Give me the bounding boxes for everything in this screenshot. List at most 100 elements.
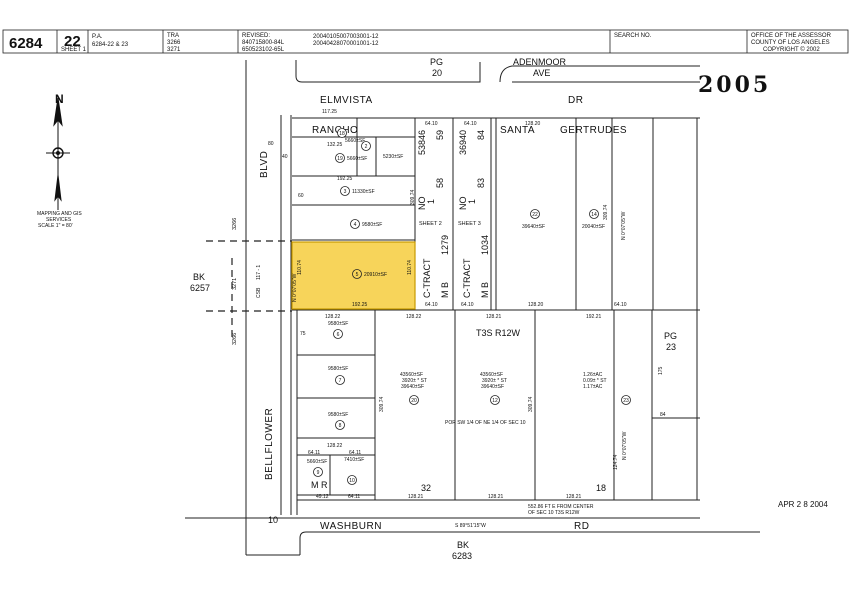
parcel-6[interactable]: 6 9580±SF	[328, 321, 348, 339]
street-adenmoor-ave: AVE	[533, 68, 550, 78]
css-number: 117 - 1	[256, 265, 262, 280]
revised-value-4: 20040428070001001-12	[313, 41, 379, 47]
parcel-18-id: 18	[339, 131, 345, 137]
parcel-22[interactable]: 22 39640±SF	[522, 209, 545, 231]
dim-192-21: 192.21	[586, 314, 602, 320]
search-label: SEARCH NO.	[614, 33, 652, 39]
parcel-4-id: 4	[354, 222, 357, 228]
parcel-12[interactable]: 12 43560±SF 3920± * ST 39640±SF	[480, 372, 507, 405]
parcel-4[interactable]: 4 9580±SF	[350, 219, 383, 229]
dim-64-11: 64.11	[308, 450, 320, 456]
parcel-9[interactable]: 9 5660±SF	[307, 459, 327, 477]
pa-label: P.A.	[92, 34, 103, 40]
por-description: POR SW 1/4 OF NE 1/4 OF SEC 10	[445, 420, 526, 426]
parcel-7-id: 7	[339, 378, 342, 384]
tract1-num-a: 53846	[417, 130, 427, 155]
street-elmvista: ELMVISTA	[320, 95, 373, 106]
parcel-8[interactable]: 8 9580±SF	[328, 412, 348, 430]
parcel-14-area: 20040±SF	[582, 224, 605, 230]
parcel-22-id: 22	[532, 212, 538, 218]
tract2-num-a: 36940	[458, 130, 468, 155]
dim-175: 175	[658, 366, 664, 375]
dim-128-21-d: 128.21	[488, 494, 504, 500]
dim-40: 40	[282, 154, 288, 160]
parcel-12-id: 12	[492, 398, 498, 404]
dim-75: 75	[300, 331, 306, 337]
dim-110-74-a: 110.74	[297, 260, 303, 275]
dim-132-25: 132.25	[327, 142, 343, 148]
tract2-label: C-TRACT	[462, 258, 472, 298]
parcel-19[interactable]: 19 5660±SF	[335, 153, 368, 163]
parcel-5-id: 5	[356, 272, 359, 278]
bearing-3: N 0°07'05"W	[622, 431, 628, 460]
tract1-num-c: 58	[435, 178, 445, 188]
pa-value: 6284-22 & 23	[92, 42, 129, 48]
parcel-5-area: 20910±SF	[364, 272, 387, 278]
tra-value-2: 3271	[167, 47, 181, 53]
bearing-label: S 89°51'15"W	[455, 523, 486, 529]
parcel-2-id: 2	[365, 144, 368, 150]
parcel-23[interactable]: 23 1.26±AC 0.09± * ST 1.17±AC	[583, 372, 631, 405]
pg23-value: 23	[666, 342, 676, 352]
parcel-6-area: 9580±SF	[328, 321, 348, 327]
street-gertrudes: GERTRUDES	[560, 125, 627, 136]
parcel-9-id: 9	[317, 470, 320, 476]
township-label: T3S R12W	[476, 328, 521, 338]
parcel-20[interactable]: 20 43560±SF 3920± * ST 39640±SF	[400, 372, 427, 405]
dim-64-10-d: 64.10	[461, 302, 474, 308]
street-rd: RD	[574, 521, 589, 532]
parcel-23-id: 23	[623, 398, 629, 404]
north-label: N	[55, 92, 64, 106]
street-blvd: BLVD	[259, 151, 270, 178]
pg20-value: 20	[432, 68, 442, 78]
revised-value-1: 840715800-84L	[242, 40, 285, 46]
tract1-no: NO	[417, 197, 427, 211]
tract1-num-d: 1	[426, 199, 436, 204]
parcel-6-id: 6	[337, 332, 340, 338]
revised-label: REVISED:	[242, 33, 270, 39]
tra-label: TRA	[167, 33, 179, 39]
tract2-no: NO	[458, 197, 468, 211]
parcel-12-area: 43560±SF	[480, 372, 503, 378]
dim-64-10-c: 64.10	[425, 302, 438, 308]
scale-line-2: SERVICES	[46, 217, 72, 223]
scale-line-3: SCALE 1" = 80'	[38, 223, 73, 229]
dim-128-22-c: 128.22	[327, 443, 343, 449]
street-bellflower: BELLFLOWER	[264, 408, 275, 480]
tract2-num-c: 83	[476, 178, 486, 188]
parcel-10[interactable]: 10 7410±SF	[344, 457, 364, 485]
north-arrow-icon	[46, 97, 70, 210]
dim-128-21-c: 128.21	[408, 494, 424, 500]
dim-192-25-b: 192.25	[352, 302, 368, 308]
dim-309-74-d: 309.74	[528, 396, 534, 412]
bk6283-value: 6283	[452, 551, 472, 561]
parcel-19-id: 19	[337, 156, 343, 162]
tract2-num-b: 84	[476, 130, 486, 140]
dim-110-74-b: 110.74	[407, 260, 413, 275]
dim-124-74: 124.74	[613, 454, 619, 470]
parcel-3-id: 3	[344, 189, 347, 195]
dim-64-11-b: 64.11	[349, 450, 361, 456]
parcel-9-area: 5660±SF	[307, 459, 327, 465]
parcel-10-id: 10	[349, 478, 355, 484]
tract1-sheet: SHEET 2	[419, 221, 442, 227]
street-santa: SANTA	[500, 125, 535, 136]
parcel-3-area: 11330±SF	[352, 189, 375, 195]
map-linework	[185, 60, 760, 556]
parcel-18[interactable]: 18 5660±SF	[337, 128, 366, 145]
parcel-14[interactable]: 14 20040±SF	[582, 209, 605, 231]
parcel-4-area: 9580±SF	[362, 222, 382, 228]
parcel-18-area: 5660±SF	[345, 138, 365, 144]
street-elmvista-dr: DR	[568, 95, 583, 106]
revised-value-2: 650523102-65L	[242, 47, 285, 53]
parcel-5[interactable]: 5 20910±SF	[352, 269, 388, 279]
parcel-7[interactable]: 7 9580±SF	[328, 366, 348, 385]
office-line-3: COPYRIGHT © 2002	[763, 46, 820, 53]
dim-64-10-a: 64.10	[425, 121, 438, 127]
date-stamp: APR 2 8 2004	[778, 500, 828, 509]
dim-49-12: 49.12	[316, 494, 329, 500]
dim-309-74-c: 309.74	[379, 396, 385, 412]
bearing-2: N 0°07'05"W	[621, 211, 627, 240]
parcel-3[interactable]: 3 11330±SF	[340, 186, 375, 196]
parcel-2[interactable]: 2 5230±SF	[361, 141, 404, 161]
